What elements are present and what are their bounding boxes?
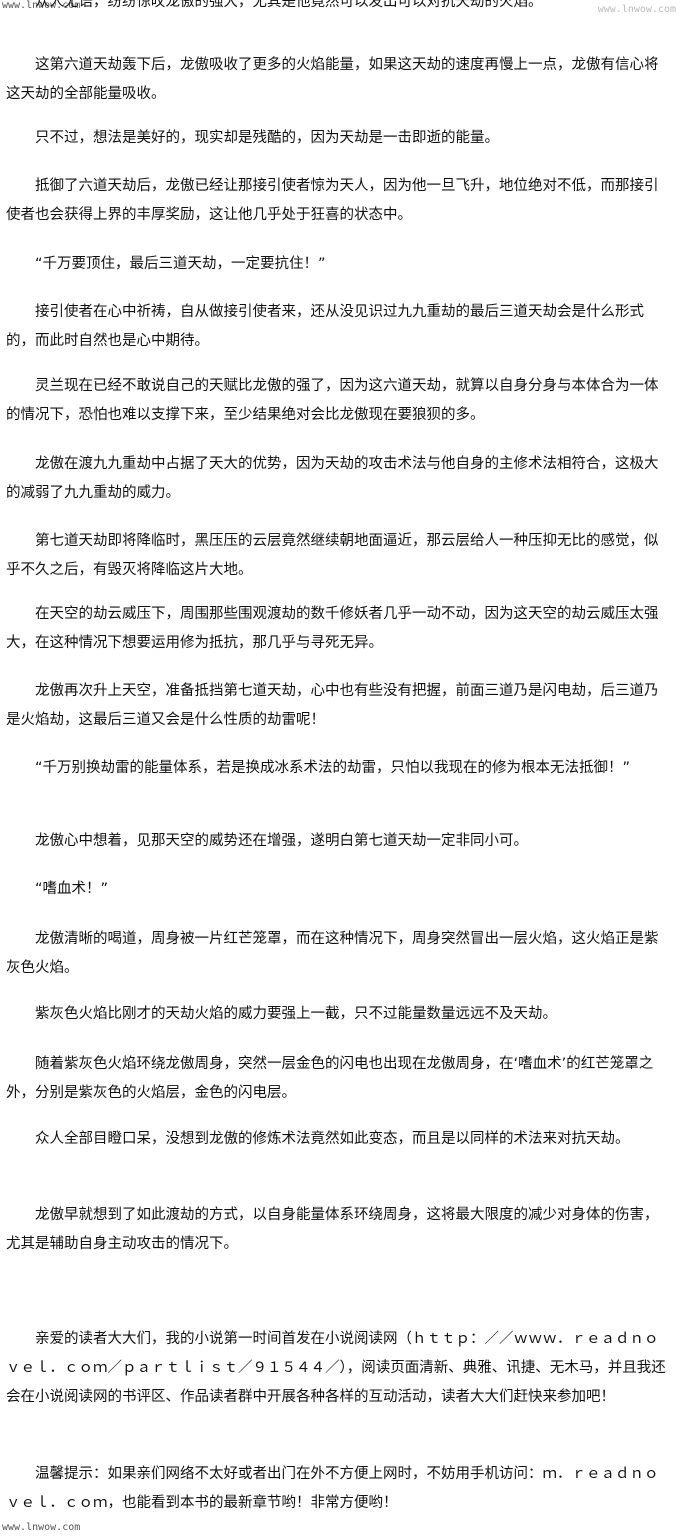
paragraph: 龙傲清晰的喝道，周身被一片红芒笼罩，而在这种情况下，周身突然冒出一层火焰，这火焰… bbox=[6, 931, 659, 976]
paragraph: “嗜血术！” bbox=[35, 881, 109, 897]
watermark-top-right: www.lnwow.com bbox=[597, 4, 676, 15]
paragraph: 龙傲在渡九九重劫中占据了天大的优势，因为天劫的攻击术法与他自身的主修术法相符合，… bbox=[6, 456, 659, 501]
paragraph: 龙傲再次升上天空，准备抵挡第七道天劫，心中也有些没有把握，前面三道乃是闪电劫，后… bbox=[6, 683, 659, 728]
paragraph: “千万别换劫雷的能量体系，若是换成冰系术法的劫雷，只怕以我现在的修为根本无法抵御… bbox=[35, 760, 631, 776]
paragraph: 只不过，想法是美好的，现实却是残酷的，因为天劫是一击即逝的能量。 bbox=[35, 130, 499, 146]
paragraph: 紫灰色火焰比刚才的天劫火焰的威力要强上一截，只不过能量数量远远不及天劫。 bbox=[35, 1006, 557, 1022]
paragraph: 众人无语，纷纷惊叹龙傲的强大，尤其是他竟然可以发出可以对抗天劫的火焰。 bbox=[35, 0, 543, 10]
paragraph: 第七道天劫即将降临时，黑压压的云层竟然继续朝地面逼近，那云层给人一种压抑无比的感… bbox=[6, 533, 659, 578]
paragraph: “千万要顶住，最后三道天劫，一定要抗住！” bbox=[35, 256, 326, 272]
watermark-top-left: www.lnwow.com bbox=[2, 0, 81, 11]
paragraph: 众人全部目瞪口呆，没想到龙傲的修炼术法竟然如此变态，而且是以同样的术法来对抗天劫… bbox=[35, 1131, 630, 1147]
tip-paragraph: 温馨提示：如果亲们网络不太好或者出门在外不方便上网时，不妨用手机访问：ｍ．ｒｅａ… bbox=[6, 1466, 659, 1511]
paragraph: 灵兰现在已经不敢说自己的天赋比龙傲的强了，因为这六道天劫，就算以自身分身与本体合… bbox=[6, 378, 659, 423]
paragraph: 龙傲早就想到了如此渡劫的方式，以自身能量体系环绕周身，这将最大限度的减少对身体的… bbox=[6, 1207, 659, 1252]
paragraph: 这第六道天劫轰下后，龙傲吸收了更多的火焰能量，如果这天劫的速度再慢上一点，龙傲有… bbox=[6, 57, 659, 102]
paragraph: 抵御了六道天劫后，龙傲已经让那接引使者惊为天人，因为他一旦飞升，地位绝对不低，而… bbox=[6, 178, 659, 223]
promo-paragraph: 亲爱的读者大大们，我的小说第一时间首发在小说阅读网（ｈｔｔｐ：／／ｗｗｗ．ｒｅａ… bbox=[6, 1331, 666, 1405]
paragraph: 在天空的劫云威压下，周围那些围观渡劫的数千修妖者几乎一动不动，因为这天空的劫云威… bbox=[6, 606, 659, 651]
paragraph: 接引使者在心中祈祷，自从做接引使者来，还从没见识过九九重劫的最后三道天劫会是什么… bbox=[6, 304, 644, 349]
paragraph: 随着紫灰色火焰环绕龙傲周身，突然一层金色的闪电也出现在龙傲周身，在‘嗜血术’的红… bbox=[6, 1056, 654, 1101]
paragraph: 龙傲心中想着，见那天空的威势还在增强，遂明白第七道天劫一定非同小可。 bbox=[35, 833, 528, 849]
watermark-bottom-left: www.lnwow.com bbox=[2, 1522, 81, 1533]
